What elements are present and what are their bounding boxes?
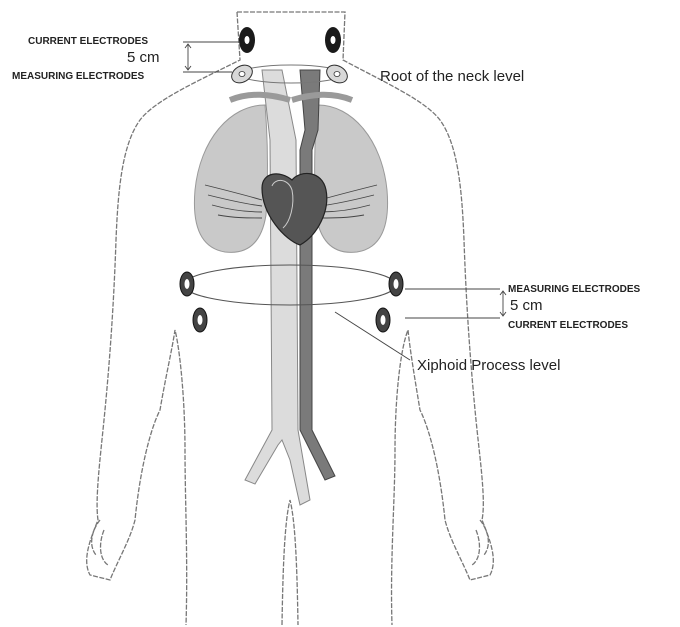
xiphoid-level-label: Xiphoid Process level	[417, 357, 560, 374]
neck-current-label: CURRENT ELECTRODES	[28, 36, 148, 47]
xiphoid-distance-label: 5 cm	[510, 297, 543, 314]
neck-distance-label: 5 cm	[127, 49, 160, 66]
xiphoid-measuring-label: MEASURING ELECTRODES	[508, 284, 641, 295]
neck-measuring-label: MEASURING ELECTRODES	[12, 71, 145, 82]
neck-level-label: Root of the neck level	[380, 68, 524, 85]
xiphoid-current-label: CURRENT ELECTRODES	[508, 320, 628, 331]
